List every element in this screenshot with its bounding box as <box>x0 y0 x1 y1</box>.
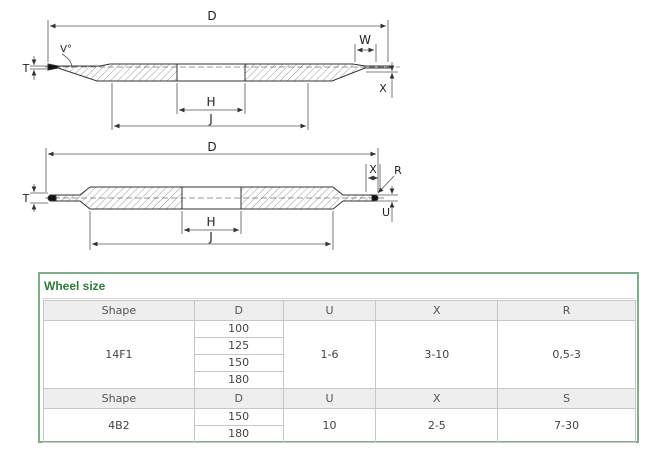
dim-label-t-bottom: T <box>22 192 30 205</box>
dim-label-d-top: D <box>207 9 216 23</box>
technical-drawing: D W V° T X H J <box>22 9 402 250</box>
dim-label-h-top: H <box>206 95 215 109</box>
table-row: 14F1 100 1-6 3-10 0,5-3 <box>43 320 636 389</box>
bottom-wheel-dimensions <box>30 148 398 250</box>
dim-label-d-bottom: D <box>207 140 216 154</box>
header-cell: S <box>497 388 636 409</box>
header-cell: U <box>282 300 377 321</box>
header-cell: D <box>193 388 284 409</box>
shape-cell: 14F1 <box>43 320 195 389</box>
x-cell: 2-5 <box>375 408 499 443</box>
d-value-cell: 180 <box>193 371 284 389</box>
table-header-row: Shape D U X S <box>43 388 636 409</box>
dim-label-x-bottom: X <box>369 163 377 176</box>
top-wheel-dimensions <box>30 20 398 130</box>
table-row: 125 <box>44 337 636 355</box>
dim-label-w: W <box>359 33 371 47</box>
panel-divider <box>42 298 635 299</box>
d-value-cell: 150 <box>193 408 284 426</box>
s-cell: 7-30 <box>497 408 636 443</box>
table-header-row: Shape D U X R <box>43 300 636 321</box>
panel-title: Wheel size <box>44 279 106 293</box>
bottom-wheel-profile <box>45 186 385 210</box>
dim-label-x-top: X <box>379 82 387 95</box>
table-row: 180 <box>44 425 636 443</box>
dim-label-v: V° <box>60 44 72 55</box>
table-row: 4B2 150 10 2-5 7-30 <box>43 408 636 443</box>
r-cell: 0,5-3 <box>497 320 636 389</box>
header-cell: U <box>282 388 377 409</box>
x-cell: 3-10 <box>375 320 499 389</box>
dim-label-u: U <box>382 206 390 219</box>
d-value-cell: 150 <box>193 354 284 372</box>
header-cell: R <box>497 300 636 321</box>
dim-label-j-top: J <box>208 112 213 126</box>
dim-label-t-top: T <box>22 62 30 75</box>
dim-label-r: R <box>394 164 402 177</box>
header-cell: X <box>375 300 499 321</box>
header-cell: Shape <box>43 388 195 409</box>
d-value-cell: 180 <box>193 425 284 443</box>
dim-label-h-bottom: H <box>206 215 215 229</box>
d-value-cell: 100 <box>193 320 284 338</box>
wheel-size-panel: Wheel size Shape D U X R 14F1 100 1-6 3-… <box>38 272 639 443</box>
header-cell: D <box>193 300 284 321</box>
u-cell: 1-6 <box>282 320 377 389</box>
u-cell: 10 <box>282 408 377 443</box>
wheel-size-table: Shape D U X R 14F1 100 1-6 3-10 0,5-3 12… <box>43 300 636 443</box>
top-wheel-profile <box>45 63 400 82</box>
d-value-cell: 125 <box>193 337 284 355</box>
dim-label-j-bottom: J <box>208 230 213 244</box>
shape-cell: 4B2 <box>43 408 195 443</box>
header-cell: X <box>375 388 499 409</box>
header-cell: Shape <box>43 300 195 321</box>
